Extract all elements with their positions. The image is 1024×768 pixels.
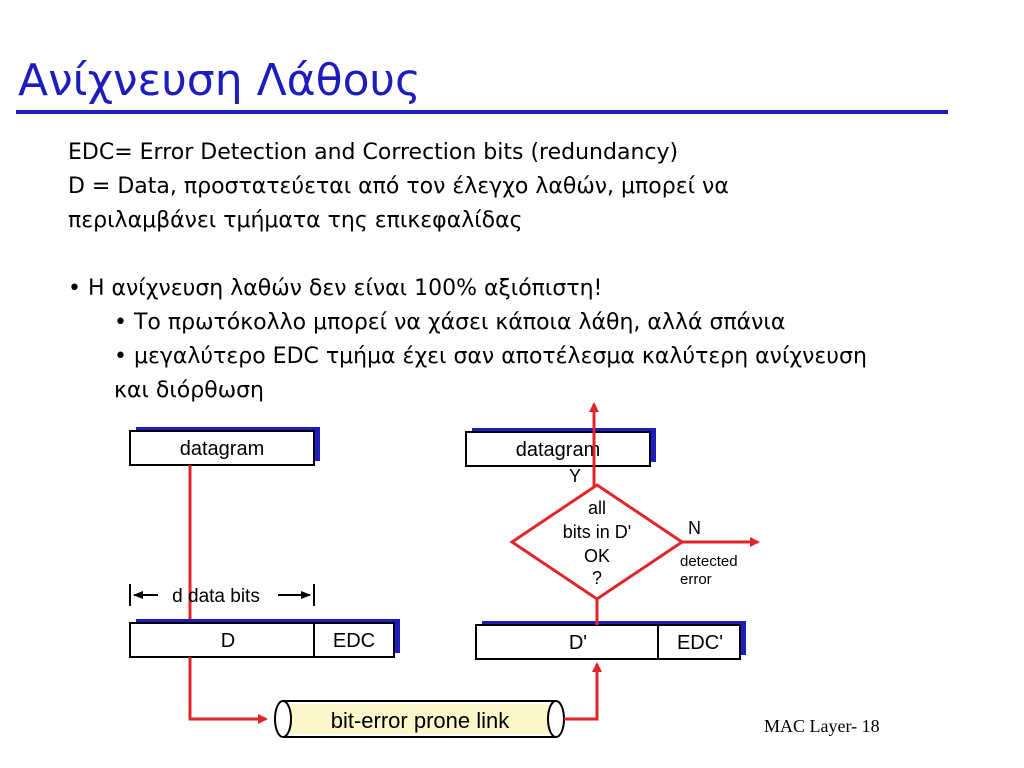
title-underline [16,110,948,114]
page-title: Ανίχνευση Λάθους [18,55,421,106]
left-frame-box [129,622,395,658]
bullet-reliability: • Η ανίχνευση λαθών δεν είναι 100% αξιόπ… [68,276,603,301]
link-label: bit-error prone link [331,708,511,733]
link-highlight [284,704,556,734]
decision-line-all: all [588,498,606,518]
sub-bullet-larger-edc: • μεγαλύτερο EDC τμήμα έχει σαν αποτέλεσ… [114,344,867,369]
link-left-end [274,700,292,738]
sub-bullet-larger-edc-continued: και διόρθωση [114,378,265,403]
decision-line-question: ? [592,568,602,588]
left-d-label: D [221,630,235,652]
edc-definition: EDC= Error Detection and Correction bits… [68,140,679,165]
link-right-end [547,700,565,738]
sender-to-link-arrow [188,657,268,724]
decision-line-bits: bits in D' [563,522,631,542]
right-frame-box [475,624,741,660]
detected-label: detected [680,553,738,570]
error-label: error [680,571,712,588]
left-edc-label: EDC [333,630,375,652]
link-to-receiver-arrow [564,662,602,721]
right-edc-label: EDC' [677,632,723,654]
slide-footer: MAC Layer- 18 [764,716,880,736]
sub-bullet-missed-errors: • Το πρωτόκολλο μπορεί να χάσει κάποια λ… [114,310,786,335]
no-branch-label: N [688,518,701,538]
d-data-bits-label: d data bits [172,586,260,607]
right-datagram-box [465,431,651,467]
right-d-label: D' [569,632,587,654]
right-datagram-label: datagram [516,439,601,461]
decision-diamond [509,483,685,601]
yes-branch-label: Y [569,466,581,486]
decision-line-ok: OK [584,546,610,566]
d-definition: D = Data, προστατεύεται από τον έλεγχο λ… [68,174,729,199]
left-datagram-box [129,430,315,466]
left-datagram-label: datagram [180,438,265,460]
d-definition-continued: περιλαμβάνει τμήματα της επικεφαλίδας [68,208,523,233]
